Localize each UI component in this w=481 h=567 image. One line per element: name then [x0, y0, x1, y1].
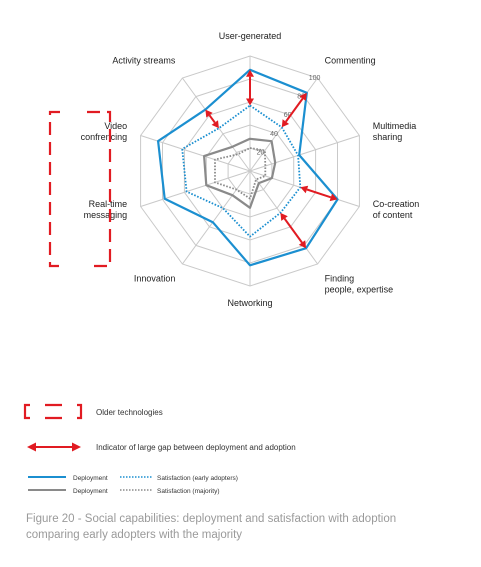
category-label: Innovation — [134, 274, 176, 284]
category-label: User-generated — [219, 31, 282, 41]
legend-deployment-early-label: Deployment — [73, 475, 108, 482]
gap-arrow — [300, 185, 338, 202]
figure-caption: Figure 20 - Social capabilities: deploym… — [26, 511, 466, 543]
tick-label: 60 — [284, 112, 292, 119]
older-technologies-bracket — [48, 110, 112, 268]
gap-arrow — [281, 92, 307, 128]
series-deployment-early-adopters — [157, 68, 339, 267]
category-label: Co-creation — [373, 199, 420, 209]
gap-arrow — [280, 212, 307, 249]
category-label: messaging — [84, 210, 128, 220]
gap-arrow — [246, 69, 254, 106]
category-label: confrencing — [81, 132, 128, 142]
series-satisfaction-majority — [214, 147, 267, 200]
legend-older-technologies-swatch — [23, 403, 83, 420]
legend-gap-arrow — [27, 442, 81, 452]
caption-line-2: comparing early adopters with the majori… — [26, 529, 243, 541]
radar-series — [157, 68, 339, 267]
legend-satisfaction-majority-label: Satisfaction (majority) — [157, 488, 220, 495]
category-label: of content — [373, 210, 413, 220]
category-labels: User-generatedCommentingMultimediasharin… — [81, 31, 420, 308]
tick-label: 20 — [257, 149, 265, 156]
caption-line-1: Figure 20 - Social capabilities: deploym… — [26, 513, 397, 525]
legend-deployment-majority-label: Deployment — [73, 488, 108, 495]
gap-indicators — [205, 69, 338, 249]
tick-label: 100 — [309, 75, 321, 82]
category-label: Real-time — [89, 199, 128, 209]
legend-older-technologies-label: Older technologies — [96, 408, 163, 417]
gap-arrow — [205, 109, 219, 129]
grid-spoke — [249, 135, 360, 172]
category-label: Commenting — [325, 55, 376, 65]
grid-spoke — [140, 170, 251, 207]
legend-gap-label: Indicator of large gap between deploymen… — [96, 443, 296, 452]
category-label: people, expertise — [325, 285, 394, 295]
category-label: Networking — [227, 298, 272, 308]
tick-label: 40 — [270, 131, 278, 138]
legend: Older technologies Indicator of large ga… — [23, 403, 296, 495]
category-label: Activity streams — [112, 55, 176, 65]
category-label: sharing — [373, 132, 403, 142]
grid-spoke — [181, 170, 251, 265]
series-deployment-majority — [203, 137, 277, 209]
legend-satisfaction-early-label: Satisfaction (early adopters) — [157, 475, 238, 482]
category-label: Video — [104, 121, 127, 131]
category-label: Finding — [325, 274, 355, 284]
category-label: Multimedia — [373, 121, 417, 131]
series-satisfaction-early-adopters — [181, 104, 302, 238]
